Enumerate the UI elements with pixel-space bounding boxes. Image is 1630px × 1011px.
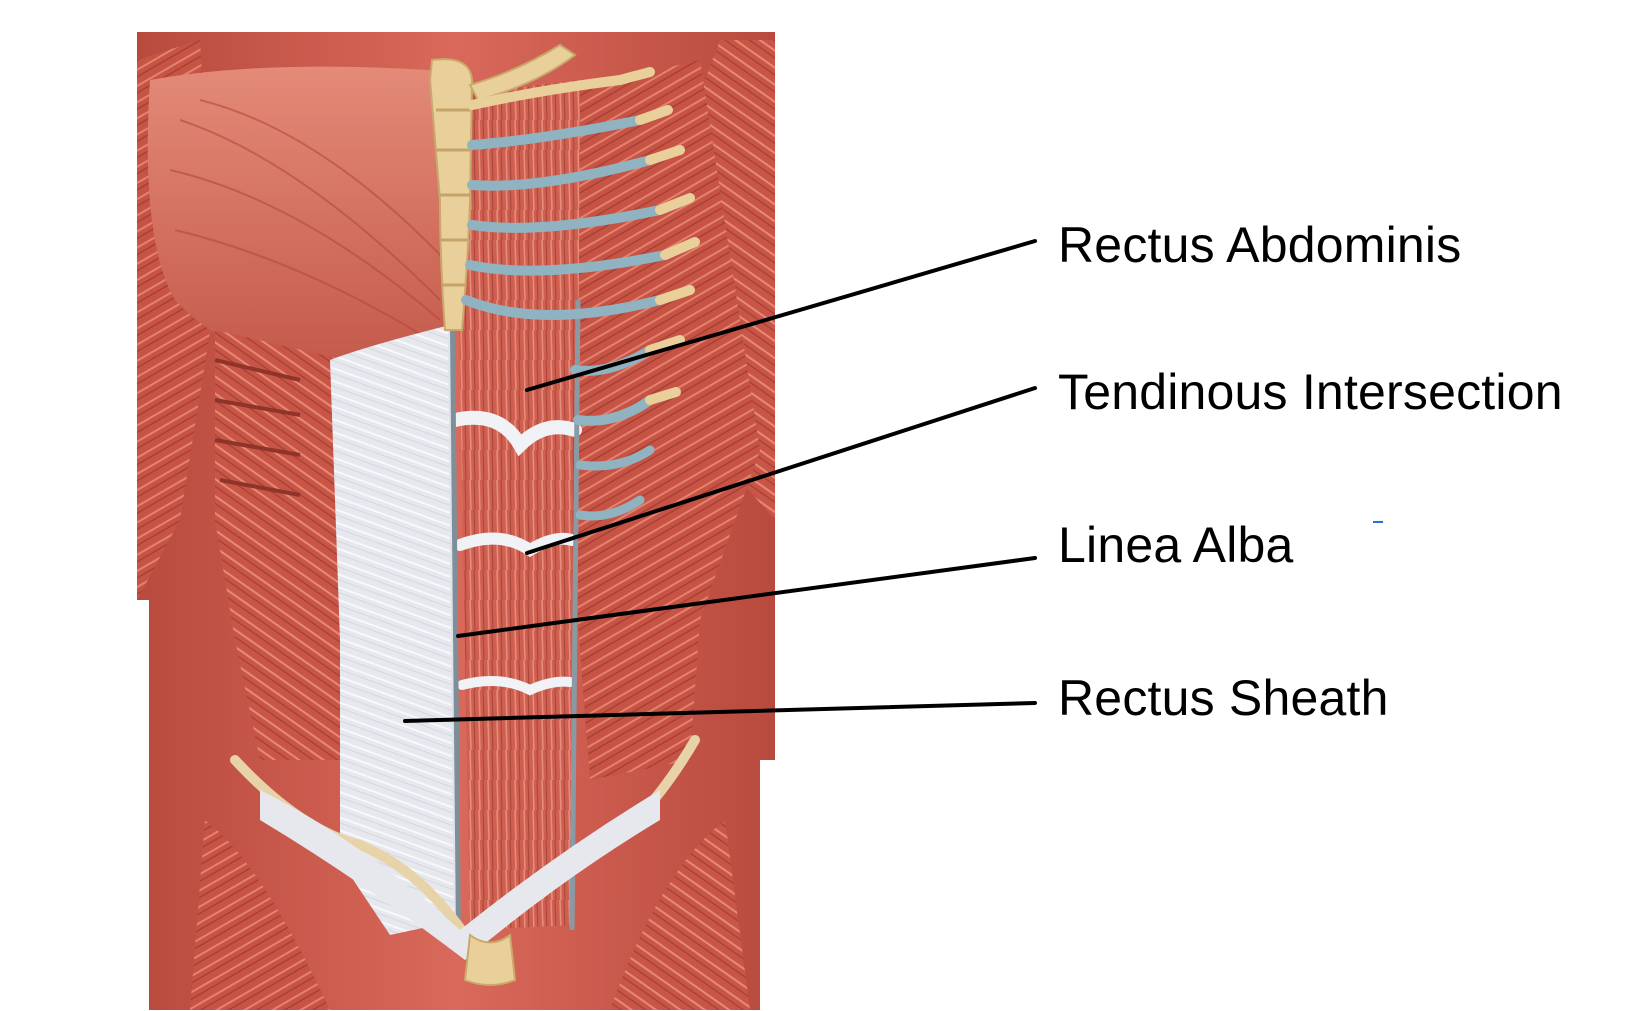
tendinous-intersection-3: [457, 676, 575, 696]
linea-alba-highlight: [448, 329, 456, 936]
leader-line-rectus-abdominis: [525, 239, 1037, 392]
leader-line-tendinous-intersection: [525, 386, 1037, 555]
torso-illustration: [137, 32, 780, 1011]
right-external-oblique: [570, 60, 760, 780]
left-external-oblique: [215, 330, 350, 760]
linea-alba: [449, 329, 461, 936]
edge-trim-right: [760, 760, 780, 1011]
label-tendinous-intersection: Tendinous Intersection: [1058, 364, 1563, 420]
clavicle: [468, 43, 577, 102]
rectus-abdominis-muscle: [455, 80, 580, 930]
pectoralis-major: [147, 66, 450, 366]
right-thigh-muscles: [610, 820, 750, 1010]
pubic-symphysis: [463, 933, 517, 986]
rib-bone-ends: [615, 67, 700, 405]
label-rectus-abdominis: Rectus Abdominis: [1058, 217, 1462, 273]
leader-line-rectus-sheath: [403, 701, 1037, 723]
leader-line-linea-alba: [456, 556, 1037, 638]
pectoral-fibers: [169, 99, 446, 341]
label-linea-alba: Linea Alba: [1058, 517, 1294, 573]
linea-semilunaris: [569, 299, 581, 931]
leader-lines: [403, 239, 1037, 723]
label-rectus-sheath: Rectus Sheath: [1058, 670, 1389, 726]
sternal-segments: [436, 108, 470, 287]
rectus-sheath: [330, 325, 460, 935]
left-serratus: [214, 358, 301, 497]
left-thigh-muscles: [190, 820, 330, 1010]
edge-trim-left: [137, 600, 149, 1011]
tendinous-intersection-1: [448, 410, 582, 457]
left-inguinal-ligament: [230, 755, 470, 940]
